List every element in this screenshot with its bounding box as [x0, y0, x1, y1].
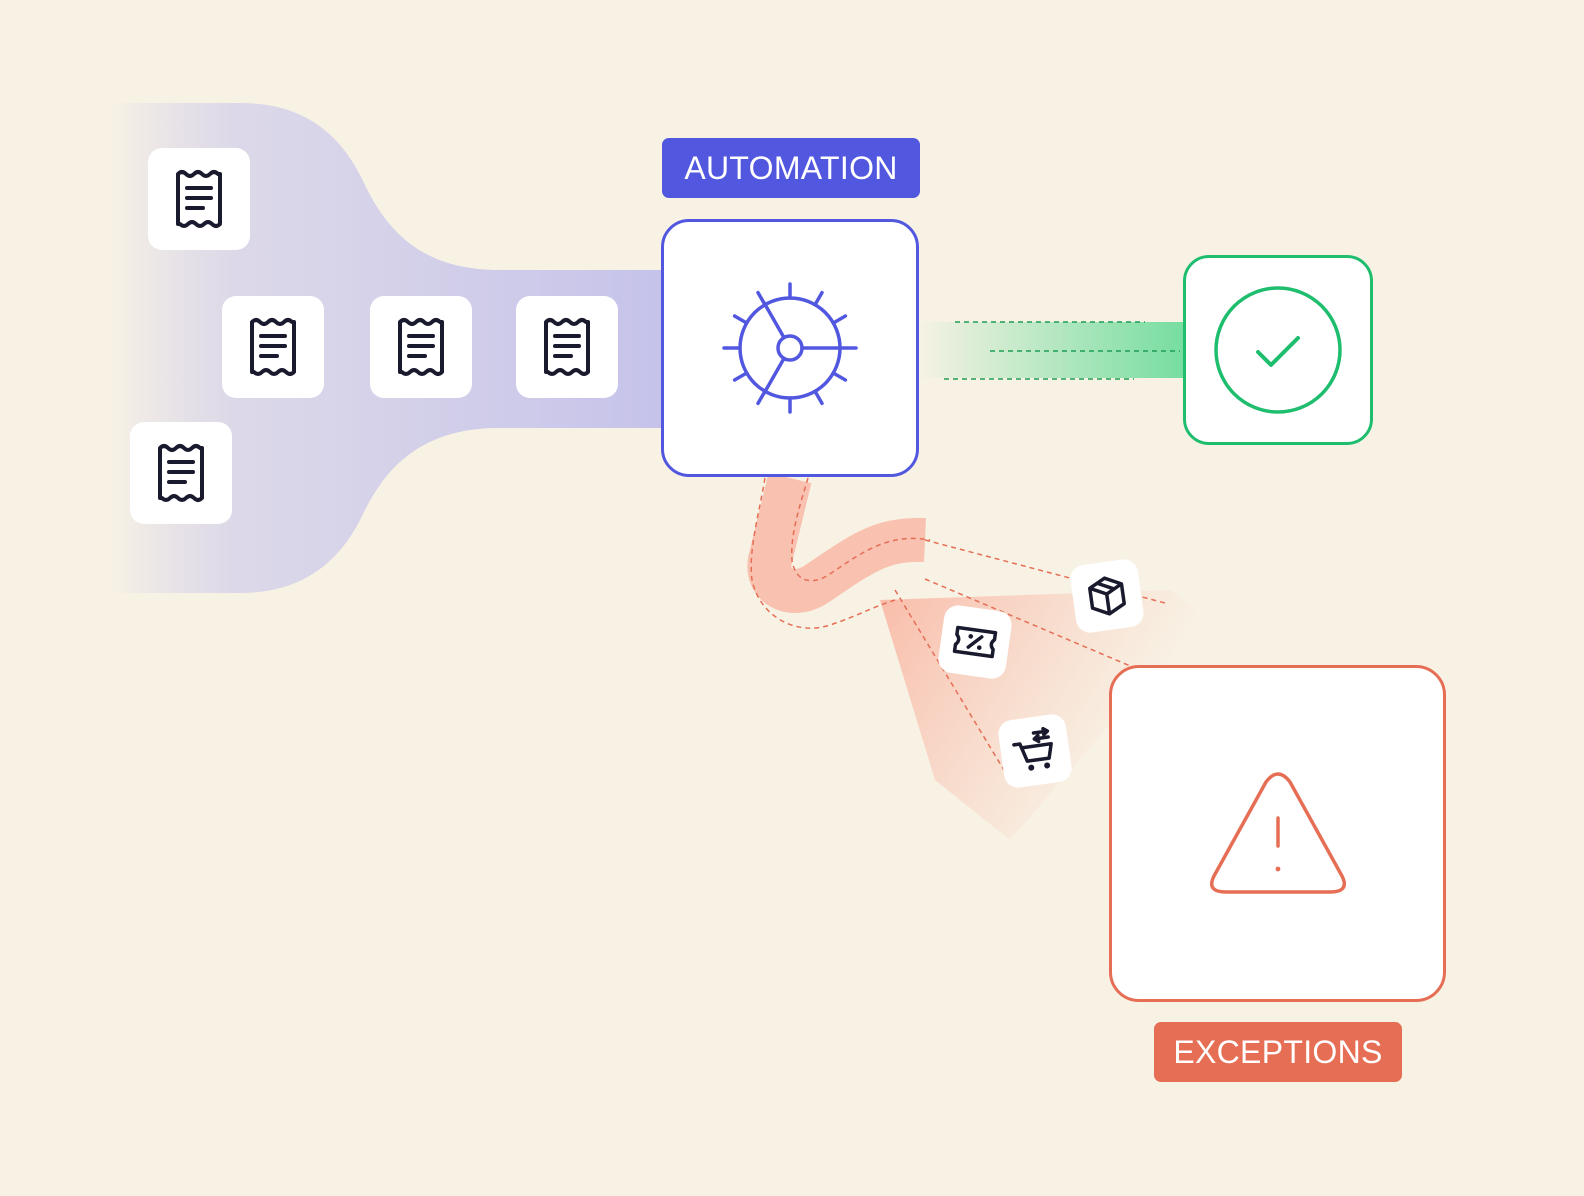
gear-icon: [722, 282, 858, 414]
receipt-icon: [398, 318, 444, 376]
exception-dash-2: [924, 578, 1136, 669]
input-document-card: [370, 296, 472, 398]
checkmark-icon: [1214, 286, 1342, 414]
discount-ticket-icon: [952, 625, 998, 659]
receipt-icon: [544, 318, 590, 376]
exceptions-label: EXCEPTIONS: [1154, 1022, 1402, 1082]
success-band: [915, 322, 1185, 378]
automation-label: AUTOMATION: [662, 138, 920, 198]
exception-item-card: [996, 712, 1074, 790]
exception-tube-edge-left: [750, 477, 896, 629]
package-icon: [1088, 576, 1126, 616]
exception-tube-edge-right: [790, 477, 931, 582]
success-card: [1183, 255, 1373, 445]
exception-tube: [747, 472, 926, 613]
exception-item-card: [1068, 557, 1146, 635]
automation-hub-card: [661, 219, 919, 477]
receipt-icon: [176, 170, 222, 228]
warning-icon: [1209, 771, 1346, 894]
exception-item-card: [936, 603, 1014, 681]
input-document-card: [222, 296, 324, 398]
exception-dash-3: [894, 589, 1011, 781]
cart-exchange-icon: [1012, 726, 1053, 771]
exceptions-card: [1109, 665, 1446, 1002]
receipt-icon: [158, 444, 204, 502]
receipt-icon: [250, 318, 296, 376]
input-document-card: [130, 422, 232, 524]
input-document-card: [148, 148, 250, 250]
input-document-card: [516, 296, 618, 398]
